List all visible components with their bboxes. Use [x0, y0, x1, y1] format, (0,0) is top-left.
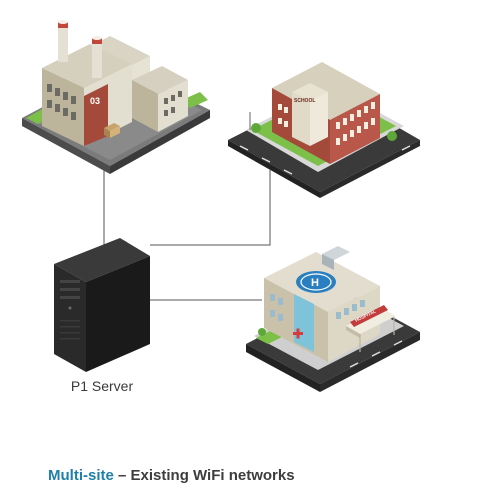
helipad-mark: H: [311, 277, 319, 289]
line-school-server: [150, 170, 271, 246]
school-sign: SCHOOL: [294, 98, 315, 104]
diagram-caption: Multi-site – Existing WiFi networks: [48, 467, 295, 484]
school-icon: SCHOOL: [228, 62, 420, 198]
connection-lines: [103, 168, 271, 301]
caption-highlight: Multi-site: [48, 467, 114, 484]
hospital-icon: H HOSPITAL: [246, 246, 420, 392]
caption-rest: – Existing WiFi networks: [113, 467, 295, 484]
factory-icon: 03: [22, 20, 210, 174]
server-label: P1 Server: [70, 378, 134, 394]
server-icon: [54, 238, 150, 372]
factory-sign: 03: [90, 96, 100, 106]
